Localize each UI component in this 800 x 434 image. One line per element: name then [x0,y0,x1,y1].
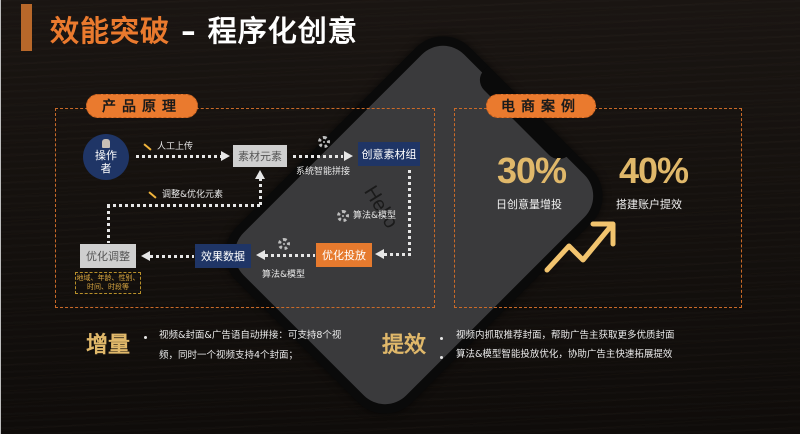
efficiency-label: 提效 [382,333,427,358]
dimensions-note: 地域、年龄、性别、时间、时段等 [75,272,141,294]
flow-line-material-to-group [293,155,343,158]
ecommerce-panel [454,108,742,308]
flow-line-data-to-adjust [150,255,194,258]
adjust-elements-label: 调整&优化元素 [148,187,223,200]
algo-model-label-2: 算法&模型 [262,270,306,280]
node-creative-group: 创意素材组 [358,142,420,166]
efficiency-desc-2: 算法&模型智能投放优化，协助广告主快速拓展提效 [456,349,673,360]
operator-label-1: 操作 [95,149,117,162]
gear-icon [318,136,330,148]
node-effect-data: 效果数据 [195,244,251,268]
bullet-dot [144,336,147,339]
flow-line-group-down [408,170,411,253]
operator-node: 操作 者 [83,134,129,180]
efficiency-desc-1: 视频内抓取推荐封面，帮助广告主获取更多优质封面 [456,330,675,341]
ecommerce-panel-title: 电商案例 [486,94,596,118]
stat-label-1: 日创意量增投 [496,198,562,211]
increase-desc-line-2: 频，同时一个视频支持4个封面； [159,350,299,361]
gear-icon [337,209,349,222]
arrow-left-icon [375,249,384,259]
stat-value-2: 40% [619,150,689,191]
page-title: 效能突破 – 程序化创意 [50,8,358,50]
system-splice-label: 系统智能拼接 [296,167,351,177]
arrow-left-icon [256,250,265,260]
principle-panel-title: 产品原理 [86,94,198,118]
operator-label-2: 者 [100,162,112,175]
manual-upload-label: 人工上传 [143,139,193,152]
flow-line-feedback [107,204,262,207]
title-accent-bar [21,4,32,51]
flow-line-operator-to-material [136,155,221,158]
pencil-icon [148,190,157,199]
increase-label: 增量 [86,333,131,358]
arrow-left-icon [141,251,150,261]
stat-value-1: 30% [497,150,567,191]
arrow-right-icon [344,151,353,161]
node-optimize-adjust: 优化调整 [80,244,136,268]
node-optimize-delivery: 优化投放 [316,243,372,267]
pencil-icon [143,142,152,151]
node-material-elements: 素材元素 [233,145,287,167]
flow-line-feedback-up [259,178,262,205]
principle-panel [55,108,435,308]
trend-up-arrow-icon [544,221,616,273]
left-edge-line [0,0,1,434]
title-highlight: 效能突破 [50,14,171,48]
flow-line-to-delivery [384,253,411,256]
person-icon [102,139,110,148]
arrow-up-icon [255,170,265,179]
bullet-dot [440,337,443,340]
algo-model-label-1: 算法&模型 [337,208,396,222]
flow-line-adjust-up [107,205,110,243]
arrow-right-icon [221,151,230,161]
bullet-dot [440,356,443,359]
increase-desc-line-1: 视频&封面&广告语自动拼接：可支持8个视 [159,330,342,341]
title-rest: – 程序化创意 [170,14,358,48]
flow-line-delivery-to-data [265,254,315,257]
gear-icon [278,238,290,250]
stat-label-2: 搭建账户提效 [616,198,682,211]
